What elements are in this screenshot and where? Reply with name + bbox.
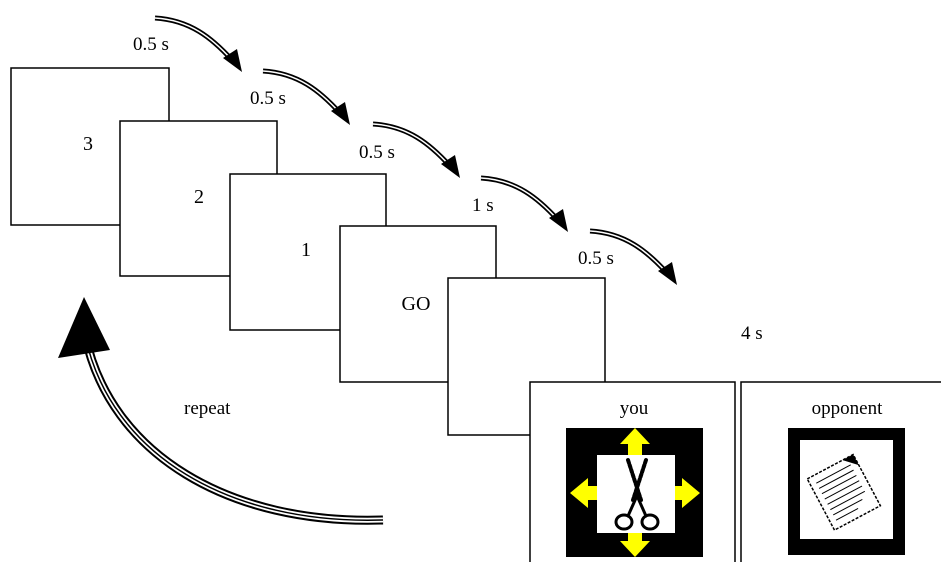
highlight-arrow-bottom: [620, 533, 650, 557]
highlight-arrow-right: [675, 478, 700, 508]
repeat-label: repeat: [184, 398, 231, 419]
timing-arrow-3: [372, 121, 460, 178]
scissors-icon: [566, 428, 703, 557]
duration-label-2: 0.5 s: [250, 88, 286, 109]
timing-arrow-1: [154, 15, 242, 72]
result-duration-label: 4 s: [741, 323, 763, 344]
duration-label-5: 0.5 s: [578, 248, 614, 269]
timing-arrow-2: [262, 68, 350, 125]
duration-label-1: 0.5 s: [133, 34, 169, 55]
opponent-title: opponent: [812, 398, 883, 419]
frame-1-label: 1: [301, 239, 311, 261]
paper-icon: [788, 428, 905, 555]
highlight-arrow-left: [570, 478, 597, 508]
result-frame: you opponent: [529, 381, 941, 562]
timing-arrow-4: [480, 175, 568, 232]
you-title: you: [620, 398, 649, 419]
duration-label-4: 1 s: [472, 195, 494, 216]
highlight-arrow-top: [620, 428, 650, 455]
duration-label-3: 0.5 s: [359, 142, 395, 163]
timing-arrow-5: [589, 228, 677, 285]
frame-3-label: 3: [83, 133, 93, 155]
frame-2-label: 2: [194, 186, 204, 208]
repeat-arrow: [58, 297, 384, 525]
frame-go-label: GO: [402, 293, 431, 315]
